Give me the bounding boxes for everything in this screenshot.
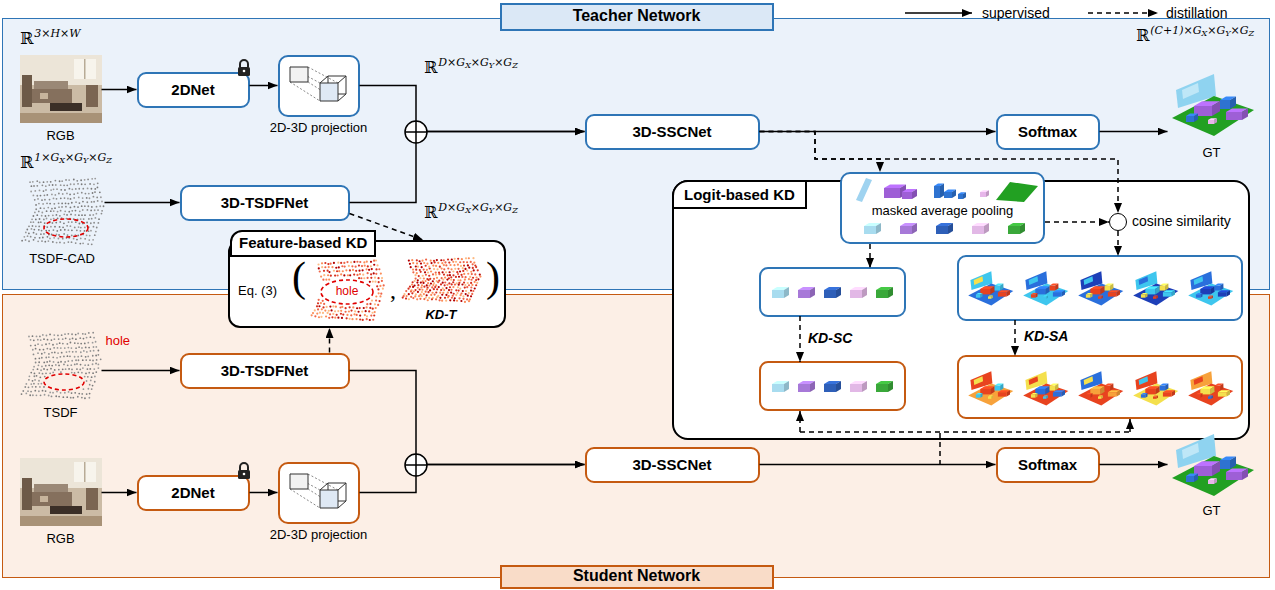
subscript: Z (512, 61, 518, 70)
process-box: 3D-SSCNet (585, 447, 760, 483)
subscript: Y (489, 206, 494, 215)
image-node: RGB (20, 458, 102, 526)
set-symbol: ℝ (424, 205, 437, 221)
subscript: Z (512, 206, 518, 215)
subscript: Z (1249, 29, 1255, 38)
subscript: Y (1225, 29, 1230, 38)
circle-label: cosine similarity (1132, 213, 1231, 229)
subscript: X (1202, 29, 1208, 38)
kd-term: KD-SA (1024, 328, 1068, 344)
box-label: masked average pooling (842, 204, 1043, 219)
set-symbol: ℝ (20, 31, 33, 47)
image-caption: RGB (46, 532, 74, 547)
set-symbol: ℝ (424, 60, 437, 76)
box-label: 3D-TSDFNet (221, 194, 309, 211)
box-label: 3D-TSDFNet (221, 362, 309, 379)
band-title: Student Network (500, 565, 774, 589)
image-node: GT (1168, 68, 1256, 140)
separator: , (390, 278, 396, 302)
box-label: Softmax (1018, 123, 1077, 140)
tensor-shape: 1×GX×GY×GZ (34, 152, 112, 165)
subscript: X (59, 156, 65, 165)
panel-title: Logit-based KD (672, 180, 807, 209)
image-node: RGB (20, 55, 102, 123)
panel-title: Feature-based KD (230, 230, 376, 257)
box-label: 2DNet (171, 484, 214, 501)
box-label: 2DNet (171, 81, 214, 98)
image-caption: TSDF-CAD (29, 252, 95, 267)
image-node: holeTSDF (20, 332, 102, 400)
subscript: Z (106, 156, 112, 165)
tensor-shape: D×GX×GY×GZ (438, 202, 517, 215)
subscript: X (465, 61, 471, 70)
projection-box: 2D-3D projection (278, 55, 360, 117)
tensor-shape: D×GX×GY×GZ (438, 57, 517, 70)
image-caption: GT (1202, 504, 1220, 519)
hole-note: hole (336, 285, 359, 299)
process-box: 2DNet (137, 72, 250, 108)
legend-sample (1088, 12, 1158, 14)
feature-caption: KD-T (425, 308, 456, 323)
legend-text: supervised (982, 5, 1050, 21)
pooling-box: masked average pooling (840, 172, 1045, 244)
band-title: Teacher Network (500, 3, 774, 31)
box-caption: 2D-3D projection (270, 528, 368, 543)
process-box: Softmax (996, 447, 1100, 483)
process-box: 3D-TSDFNet (180, 185, 350, 221)
image-node: TSDF-CAD (20, 178, 105, 246)
image-caption: GT (1202, 146, 1220, 161)
subscript: Y (489, 61, 494, 70)
hole-note: hole (106, 334, 131, 349)
projection-box: 2D-3D projection (278, 462, 360, 524)
process-box: 3D-TSDFNet (180, 353, 350, 389)
subscript: X (465, 206, 471, 215)
subscript: Y (83, 156, 88, 165)
image-caption: TSDF (44, 406, 78, 421)
process-box: Softmax (996, 114, 1100, 150)
set-symbol: ℝ (20, 155, 33, 171)
box-label: 3D-SSCNet (632, 123, 711, 140)
equation-ref: Eq. (3) (238, 284, 277, 299)
process-box: 3D-SSCNet (585, 114, 760, 150)
legend-text: distillation (1166, 5, 1227, 21)
bracket: ) (486, 256, 500, 298)
tensor-shape: 3×H×W (34, 28, 80, 39)
box-label: 3D-SSCNet (632, 456, 711, 473)
legend-sample (905, 12, 972, 14)
kd-panel: Feature-based KDEq. (3)(hole,)KD-T (228, 240, 506, 328)
set-symbol: ℝ (1136, 28, 1149, 44)
tensor-shape: (C+1)×GX×GY×GZ (1150, 25, 1254, 38)
bracket: ( (292, 256, 306, 298)
box-caption: 2D-3D projection (270, 121, 368, 136)
kd-term: KD-SC (808, 330, 852, 346)
box-label: Softmax (1018, 456, 1077, 473)
similarity-circle: cosine similarity (1109, 213, 1127, 231)
kd-panel: Logit-based KD masked average pooling cosi… (672, 180, 1250, 440)
image-caption: RGB (46, 129, 74, 144)
process-box: 2DNet (137, 475, 250, 511)
